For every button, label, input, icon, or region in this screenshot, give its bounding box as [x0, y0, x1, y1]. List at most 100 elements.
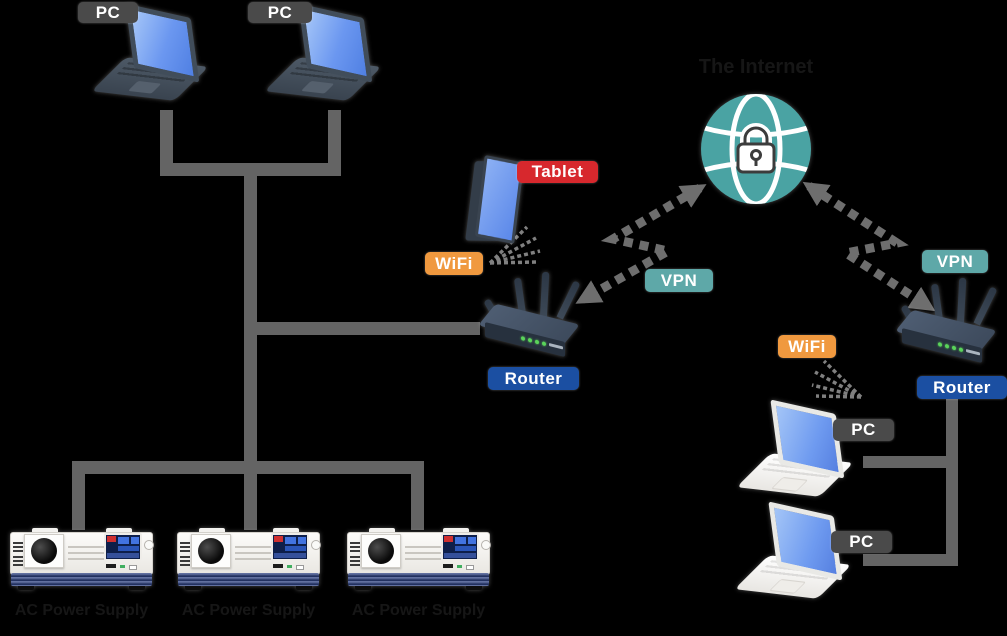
router-slot [966, 348, 980, 356]
display-segment [118, 546, 139, 551]
instrument-display [271, 533, 309, 561]
display-segment [298, 537, 306, 544]
display-segment [107, 536, 116, 542]
display-segment [107, 553, 139, 558]
router-left-label: Router [504, 368, 563, 388]
instrument-vent [13, 542, 23, 552]
lan-cable [863, 456, 953, 468]
display-segment [455, 537, 466, 544]
lock-icon [736, 123, 776, 174]
instrument-foot [355, 586, 371, 590]
display-segment [468, 537, 476, 544]
instrument-grille [348, 573, 489, 586]
vpn-right-label: VPN [936, 251, 974, 271]
router-antenna [556, 280, 581, 320]
remote-pc2-label-badge: PC [831, 531, 892, 553]
instrument-led [120, 565, 125, 568]
remote-pc-2-icon [734, 501, 855, 604]
lan-cable-to-router [250, 322, 480, 335]
instrument-button [129, 565, 137, 570]
tablet-label-badge: Tablet [517, 161, 598, 183]
instrument-1-label: AC Power Supply [14, 602, 149, 619]
instrument-3-icon [347, 528, 491, 592]
display-segment [118, 537, 129, 544]
router-right-icon [895, 276, 1000, 366]
instrument-vent [180, 556, 190, 566]
instrument-foot [296, 586, 312, 590]
wifi-left-label: WiFi [435, 253, 473, 273]
router-led [938, 342, 942, 347]
vpn-right-label-badge: VPN [922, 250, 988, 273]
lan-cable [946, 398, 958, 566]
instrument-display [441, 533, 479, 561]
instrument-small-knob [481, 540, 491, 550]
instrument-button [443, 564, 453, 568]
router-led [542, 341, 546, 347]
instrument-3-label: AC Power Supply [351, 602, 486, 619]
instrument-handle [273, 528, 299, 534]
display-segment [444, 553, 476, 558]
remote-pc1-label-badge: PC [833, 419, 894, 441]
lan-cable [411, 470, 424, 530]
instrument-button [466, 565, 474, 570]
laptop-trackpad [127, 80, 162, 94]
instrument-vent [180, 542, 190, 552]
router-left-label-badge: Router [488, 367, 579, 390]
router-right-label-badge: Router [917, 376, 1007, 399]
internet-label: The Internet [698, 56, 814, 78]
router-led [959, 347, 963, 353]
router-left-icon [478, 270, 583, 360]
instrument-grille [178, 573, 319, 586]
tablet-label: Tablet [531, 162, 584, 181]
pc1-label: PC [95, 2, 121, 22]
instrument-button [296, 565, 304, 570]
instrument-handle [32, 528, 58, 534]
remote-pc2-label: PC [849, 532, 874, 551]
router-led [528, 337, 532, 343]
pc2-label: PC [267, 2, 293, 22]
display-segment [285, 537, 296, 544]
instrument-foot [18, 586, 34, 590]
display-segment [444, 536, 453, 542]
vpn-left-label: VPN [660, 270, 698, 290]
instrument-handle [106, 528, 132, 534]
instrument-dial-panel [24, 534, 64, 568]
vpn-left-label-badge: VPN [645, 269, 713, 292]
laptop-trackpad [300, 80, 335, 94]
instrument-handle [443, 528, 469, 534]
instrument-grille [11, 573, 152, 586]
router-antenna [973, 286, 998, 326]
instrument-button [106, 564, 116, 568]
display-segment [274, 536, 283, 542]
wifi-left-label-badge: WiFi [425, 252, 483, 275]
display-segment [455, 546, 476, 551]
display-segment [274, 553, 306, 558]
router-slot [549, 342, 563, 350]
instrument-1-icon [10, 528, 154, 592]
router-led [952, 345, 956, 351]
instrument-small-knob [311, 540, 321, 550]
instrument-2-icon [177, 528, 321, 592]
remote-pc-1-icon [736, 399, 857, 502]
instrument-handle [369, 528, 395, 534]
instrument-dial [198, 538, 224, 564]
laptop-trackpad [770, 476, 809, 492]
lan-cable [72, 461, 424, 474]
wifi-right-label: WiFi [788, 336, 826, 356]
instrument-display [104, 533, 142, 561]
lan-cable [863, 554, 958, 566]
instrument-2-label: AC Power Supply [181, 602, 316, 619]
lan-cable [244, 470, 257, 530]
internet-globe-icon [701, 94, 811, 204]
router-right-label: Router [933, 377, 991, 397]
wifi-signal-right-icon [811, 359, 863, 399]
instrument-foot [466, 586, 482, 590]
pc1-label-badge: PC [78, 2, 138, 23]
router-led [521, 336, 525, 341]
remote-pc1-label: PC [851, 420, 876, 439]
instrument-vent [350, 556, 360, 566]
instrument-button [273, 564, 283, 568]
wifi-right-label-badge: WiFi [778, 335, 836, 358]
display-segment [131, 537, 139, 544]
router-led [535, 339, 539, 345]
